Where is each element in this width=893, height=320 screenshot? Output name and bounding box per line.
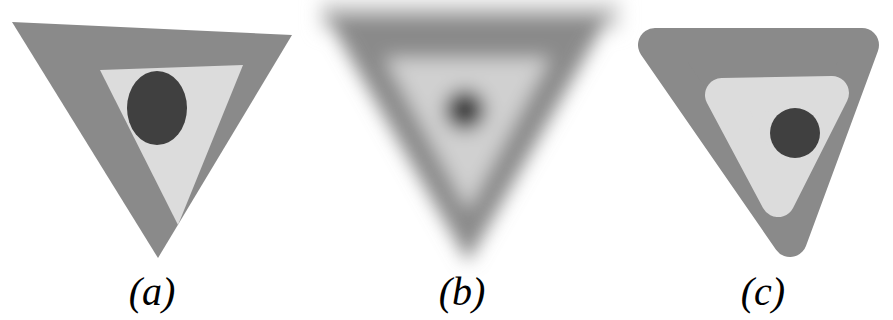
panel-label: (a) [129,272,176,312]
outer-region [12,22,292,258]
sharp-triangle [12,22,292,258]
outer-region [325,14,610,262]
rounded-triangle [655,45,862,240]
inner-region [100,65,243,225]
panel-label: (c) [741,272,785,312]
inner-region [722,93,832,200]
panel-label: (b) [439,272,486,312]
core-region [127,71,187,145]
core-region [445,90,485,130]
inner-region [385,58,550,210]
blurred-triangle [320,0,620,262]
core-region [770,108,820,158]
outer-region [655,45,862,240]
